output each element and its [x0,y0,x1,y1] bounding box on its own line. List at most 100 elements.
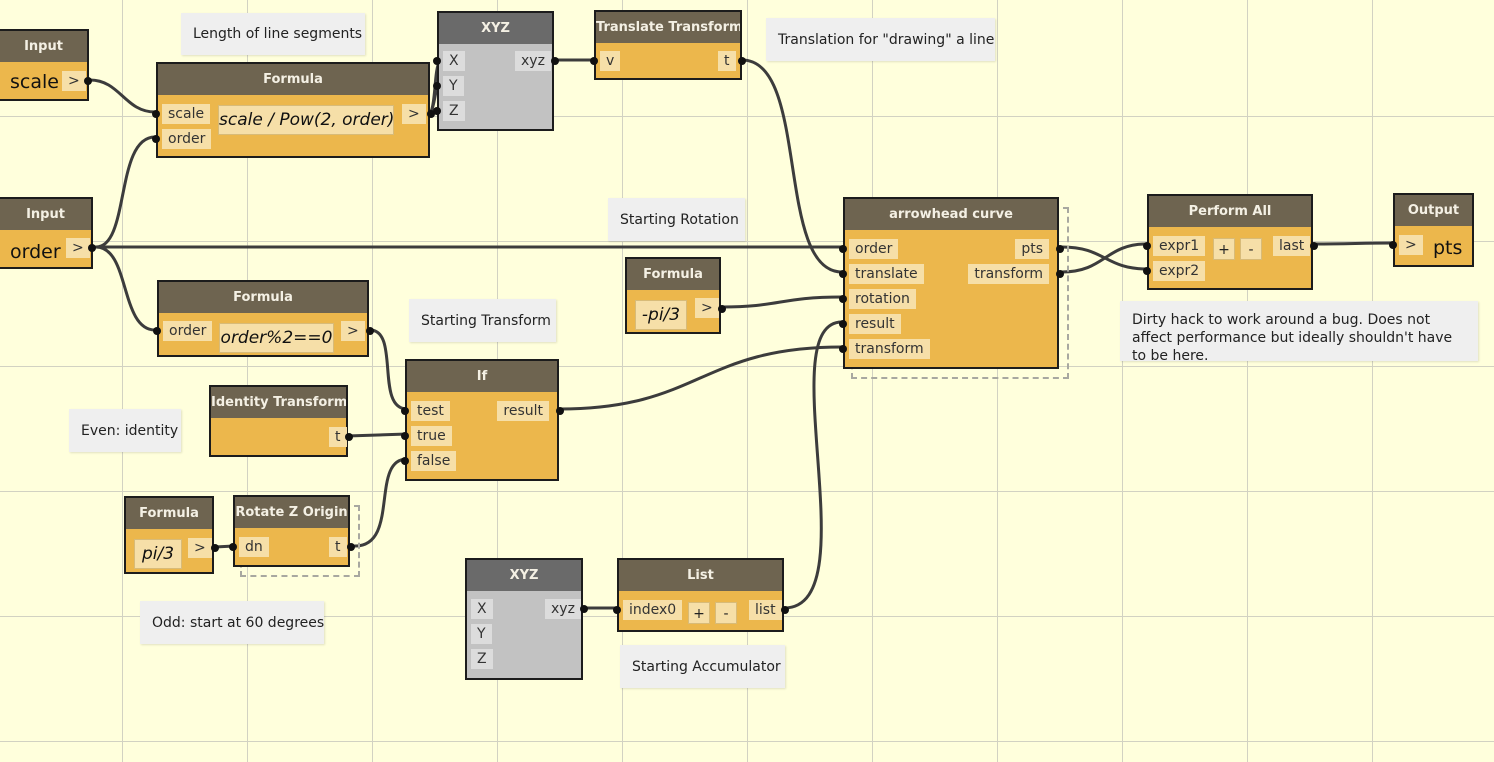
output-pin[interactable] [551,57,559,65]
input-scale-node[interactable]: Input scale > [0,29,92,101]
input-port-result[interactable]: result [849,314,901,334]
input-port-rotation[interactable]: rotation [849,289,916,309]
output-port[interactable]: > [62,71,86,91]
output-pin[interactable] [1056,270,1064,278]
input-port-true[interactable]: true [411,426,452,446]
input-pin[interactable] [1143,267,1151,275]
output-port[interactable]: t [718,51,736,71]
input-port-x[interactable]: X [471,599,493,619]
formula-scale-node[interactable]: Formula scale order scale / Pow(2, order… [152,62,435,158]
note-translation[interactable]: Translation for "drawing" a line [766,18,995,61]
xyz-top-node[interactable]: XYZ X Y Z xyz [433,11,559,131]
output-port[interactable]: > [402,104,426,124]
input-port-false[interactable]: false [411,451,457,471]
input-port-order[interactable]: order [849,239,899,259]
add-input-button[interactable]: + [688,602,710,624]
input-pin[interactable] [839,295,847,303]
input-pin[interactable] [433,57,441,65]
output-port[interactable]: > [66,238,90,258]
input-pin[interactable] [401,432,409,440]
formula-expression[interactable]: pi/3 [134,539,182,569]
formula-expression[interactable]: order%2==0 [219,323,334,353]
remove-input-button[interactable]: - [1240,238,1262,260]
input-port-dn[interactable]: dn [239,537,269,557]
input-pin[interactable] [433,82,441,90]
remove-input-button[interactable]: - [715,602,737,624]
output-pin[interactable] [1056,245,1064,253]
note-length[interactable]: Length of line segments [181,13,365,55]
input-value[interactable]: order [10,241,61,263]
arrowhead-curve-node[interactable]: arrowhead curve order translate rotation… [839,197,1064,369]
output-pin[interactable] [556,407,564,415]
output-pin[interactable] [345,433,353,441]
input-pin[interactable] [1389,241,1397,249]
input-pin[interactable] [152,135,160,143]
output-port[interactable]: t [329,427,347,447]
input-port-expr1[interactable]: expr1 [1153,236,1206,256]
input-port-x[interactable]: X [443,51,465,71]
output-port[interactable]: result [497,401,549,421]
input-pin[interactable] [590,57,598,65]
input-port-test[interactable]: test [411,401,450,421]
input-pin[interactable] [229,543,237,551]
output-port[interactable]: xyz [545,599,581,619]
formula-expression[interactable]: scale / Pow(2, order) [218,105,394,135]
output-pin[interactable] [781,606,789,614]
output-pin[interactable] [738,57,746,65]
perform-all-node[interactable]: Perform All expr1 expr2 + - last [1143,194,1318,290]
output-port-transform[interactable]: transform [968,264,1049,284]
input-port-v[interactable]: v [600,51,621,71]
input-port-transform[interactable]: transform [849,339,930,359]
output-pin[interactable] [580,605,588,613]
formula-expression[interactable]: -pi/3 [635,300,687,330]
output-pin[interactable] [366,327,374,335]
input-pin[interactable] [613,606,621,614]
output-port-pts[interactable]: pts [1015,239,1049,259]
input-value[interactable]: scale [10,71,59,93]
note-rotation[interactable]: Starting Rotation [608,198,745,241]
input-pin[interactable] [839,245,847,253]
output-pin[interactable] [1310,242,1318,250]
output-pin[interactable] [427,110,435,118]
formula-pi-node[interactable]: Formula pi/3 > [124,496,219,574]
xyz-bottom-node[interactable]: XYZ X Y Z xyz [465,558,588,680]
input-pin[interactable] [152,110,160,118]
list-node[interactable]: List index0 + - list [613,558,789,632]
note-accumulator[interactable]: Starting Accumulator [620,645,785,688]
input-port-order[interactable]: order [163,321,213,341]
output-port[interactable]: > [188,538,212,558]
input-port-scale[interactable]: scale [162,104,211,124]
input-port-translate[interactable]: translate [849,264,924,284]
note-hack[interactable]: Dirty hack to work around a bug. Does no… [1120,301,1478,364]
input-pin[interactable] [401,457,409,465]
input-pin[interactable] [839,320,847,328]
output-pin[interactable] [84,77,92,85]
identity-transform-node[interactable]: Identity Transform t [209,385,353,457]
note-transform[interactable]: Starting Transform [409,299,556,342]
output-port[interactable]: t [329,537,347,557]
input-port-z[interactable]: Z [471,649,493,669]
input-pin[interactable] [401,407,409,415]
input-port-z[interactable]: Z [443,101,465,121]
add-input-button[interactable]: + [1213,238,1235,260]
formula-neg-pi-node[interactable]: Formula -pi/3 > [625,257,726,334]
formula-parity-node[interactable]: Formula order order%2==0 > [153,280,374,357]
input-port-expr2[interactable]: expr2 [1153,261,1206,281]
input-pin[interactable] [1143,242,1151,250]
input-port[interactable]: > [1399,235,1423,255]
rotate-z-origin-node[interactable]: Rotate Z Origin dn t [229,495,355,567]
translate-transform-node[interactable]: Translate Transform v t [590,10,746,80]
input-port-index0[interactable]: index0 [623,600,683,620]
note-even[interactable]: Even: identity [69,409,181,452]
output-pin[interactable] [211,544,219,552]
output-port[interactable]: list [749,600,782,620]
output-pin[interactable] [88,244,96,252]
input-pin[interactable] [839,345,847,353]
output-port[interactable]: xyz [515,51,551,71]
input-pin[interactable] [433,107,441,115]
output-port[interactable]: last [1273,236,1311,256]
if-node[interactable]: If test true false result [401,359,564,481]
output-node[interactable]: Output > pts [1389,193,1474,267]
input-pin[interactable] [839,270,847,278]
output-pin[interactable] [347,543,355,551]
